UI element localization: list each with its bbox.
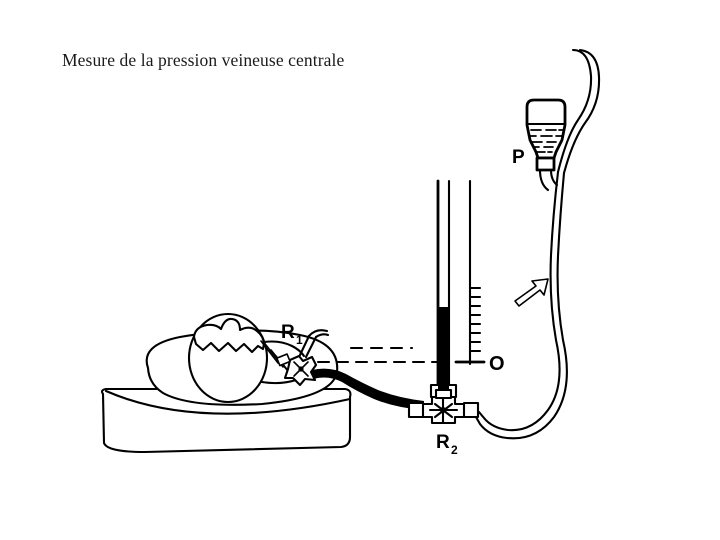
graduated-scale [454,179,486,366]
manometer-fluid-column [438,307,449,386]
label-r2-letter: R [436,432,450,453]
label-r2-index: 2 [451,443,458,457]
label-r2: R 2 [436,432,458,457]
label-drip-chamber: P [512,147,525,168]
label-r1-index: 1 [296,333,303,347]
iv-drip-chamber [525,98,567,172]
stopcock-r2-right-port [462,401,480,419]
stopcock-r2-left-port [407,401,425,419]
page-title: Mesure de la pression veineuse centrale [62,50,345,70]
infusion-tubing [474,48,601,440]
drip-chamber-fluid-marks [529,129,564,153]
drip-chamber-outlet [535,156,556,172]
stopcock-r1 [276,329,330,387]
label-r1-letter: R [281,322,295,343]
flow-direction-arrow [514,278,549,307]
manometer-tube [429,179,458,399]
label-r1: R 1 [281,322,303,347]
catheter-tubing [312,368,424,410]
stopcock-r2 [407,388,480,425]
bed-mattress [100,387,352,454]
phlebostatic-reference-lines [316,346,440,364]
scale-ticks [468,286,482,353]
stopcock-r2-top-port [434,388,453,400]
label-zero-reference: O [489,353,505,375]
